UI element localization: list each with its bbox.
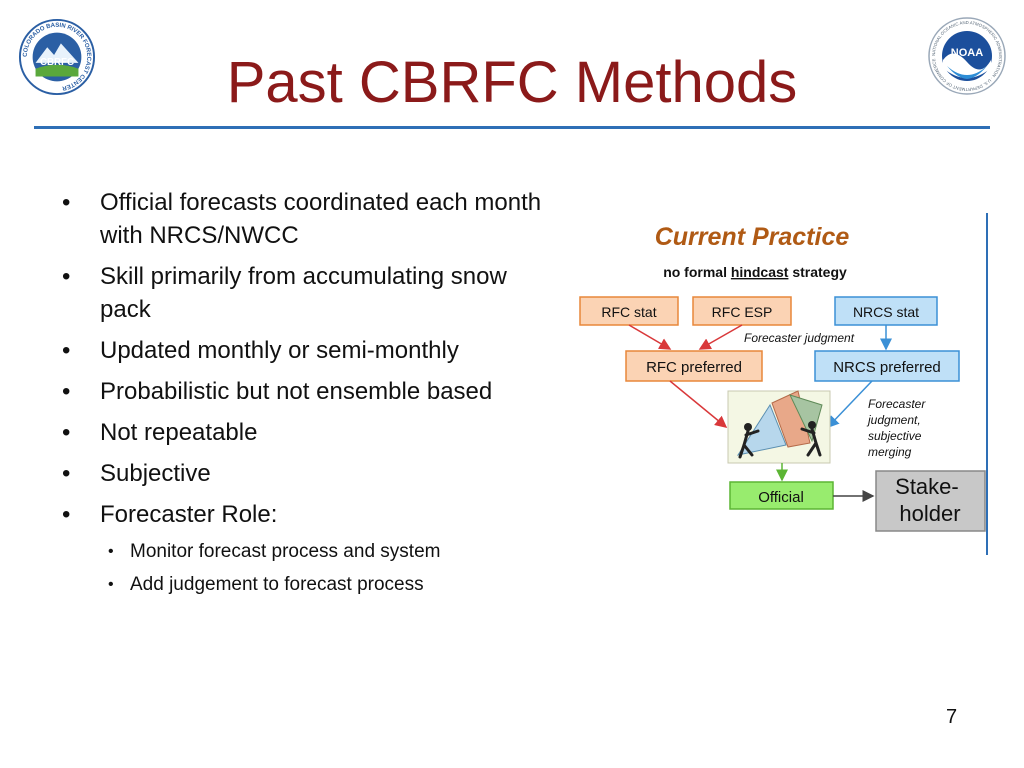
sub-bullet-list: • Monitor forecast process and system • Ad… — [100, 539, 558, 598]
noaa-logo-text: NOAA — [951, 47, 983, 59]
bullet-list: • Official forecasts coordinated each mon… — [58, 186, 558, 606]
bullet-glyph: • — [62, 419, 71, 446]
sub-bullet-text: Add judgement to forecast process — [130, 574, 424, 595]
bullet-glyph: • — [62, 501, 71, 528]
nrcs-preferred-box — [814, 350, 960, 382]
bullet-item: • Updated monthly or semi-monthly — [58, 334, 558, 367]
official-box — [729, 481, 834, 510]
sub-bullet-item: • Monitor forecast process and system — [100, 539, 558, 565]
bullet-text: Not repeatable — [100, 419, 258, 446]
bullet-item: • Forecaster Role: • Monitor forecast proc… — [58, 498, 558, 598]
bullet-text: Official forecasts coordinated each mont… — [100, 189, 542, 249]
page-number: 7 — [946, 706, 958, 728]
arrow-rfc-preferred-to-merge — [669, 380, 728, 428]
diagram-subheading-prefix: no formal — [663, 264, 731, 280]
merging-note-line: merging — [868, 445, 912, 459]
slide-title: Past CBRFC Methods — [226, 50, 798, 115]
bullet-glyph: • — [62, 337, 71, 364]
sub-bullet-glyph: • — [108, 543, 114, 560]
bullet-glyph: • — [62, 378, 71, 405]
official-label: Official — [758, 489, 804, 506]
bullet-text: Updated monthly or semi-monthly — [100, 337, 459, 364]
diagram-heading: Current Practice — [655, 223, 850, 251]
diagram-subheading: no formal hindcast strategy — [663, 264, 847, 280]
nrcs-stat-label: NRCS stat — [853, 304, 919, 320]
bullet-glyph: • — [62, 263, 71, 290]
rfc-preferred-box — [625, 350, 763, 382]
merging-note-line: Forecaster — [868, 397, 926, 411]
bullet-text: Probabilistic but not ensemble based — [100, 378, 493, 405]
merging-clipart — [727, 390, 831, 464]
nrcs-preferred-label: NRCS preferred — [833, 359, 941, 376]
arrow-rfc-stat-to-preferred — [628, 324, 672, 350]
current-practice-diagram: Current Practice no formal hindcast stra… — [579, 213, 988, 555]
rfc-preferred-label: RFC preferred — [646, 359, 742, 376]
cbrfc-logo-text: CBRFC — [40, 57, 74, 68]
sub-bullet-item: • Add judgement to forecast process — [100, 572, 558, 598]
bullet-text: Skill primarily from accumulating snow p… — [100, 263, 507, 323]
stakeholder-label: Stake- holder — [895, 474, 965, 526]
nrcs-stat-box — [834, 296, 938, 326]
noaa-logo: NOAA NATIONAL OCEANIC AND ATMOSPHERIC AD… — [928, 17, 1006, 95]
diagram-subheading-hindcast: hindcast — [731, 264, 789, 280]
cbrfc-logo: CBRFC COLORADO BASIN RIVER FORECAST CENT… — [18, 18, 96, 96]
bullet-item: • Skill primarily from accumulating snow … — [58, 260, 558, 326]
rfc-stat-box — [579, 296, 679, 326]
rfc-esp-label: RFC ESP — [712, 304, 773, 320]
bullet-item: • Subjective — [58, 457, 558, 490]
bullet-item: • Official forecasts coordinated each mon… — [58, 186, 558, 252]
merging-note-line: judgment, — [866, 413, 921, 427]
sub-bullet-text: Monitor forecast process and system — [130, 541, 441, 562]
bullet-text: Subjective — [100, 460, 211, 487]
forecaster-judgment-label: Forecaster judgment — [744, 331, 855, 345]
arrow-nrcs-preferred-to-merge — [826, 380, 873, 429]
title-divider — [34, 126, 990, 129]
bullet-glyph: • — [62, 460, 71, 487]
stakeholder-label-line: holder — [899, 501, 960, 526]
merging-note: Forecaster judgment, subjective merging — [866, 397, 929, 459]
stakeholder-box — [875, 470, 986, 532]
rfc-esp-box — [692, 296, 792, 326]
stakeholder-label-line: Stake- — [895, 474, 959, 499]
arrow-rfc-esp-to-preferred — [698, 324, 743, 350]
sub-bullet-glyph: • — [108, 576, 114, 593]
bullet-item: • Not repeatable — [58, 416, 558, 449]
rfc-stat-label: RFC stat — [601, 304, 656, 320]
diagram-subheading-suffix: strategy — [788, 264, 847, 280]
bullet-text: Forecaster Role: — [100, 501, 278, 528]
bullet-item: • Probabilistic but not ensemble based — [58, 375, 558, 408]
merging-note-line: subjective — [868, 429, 922, 443]
bullet-glyph: • — [62, 189, 71, 216]
